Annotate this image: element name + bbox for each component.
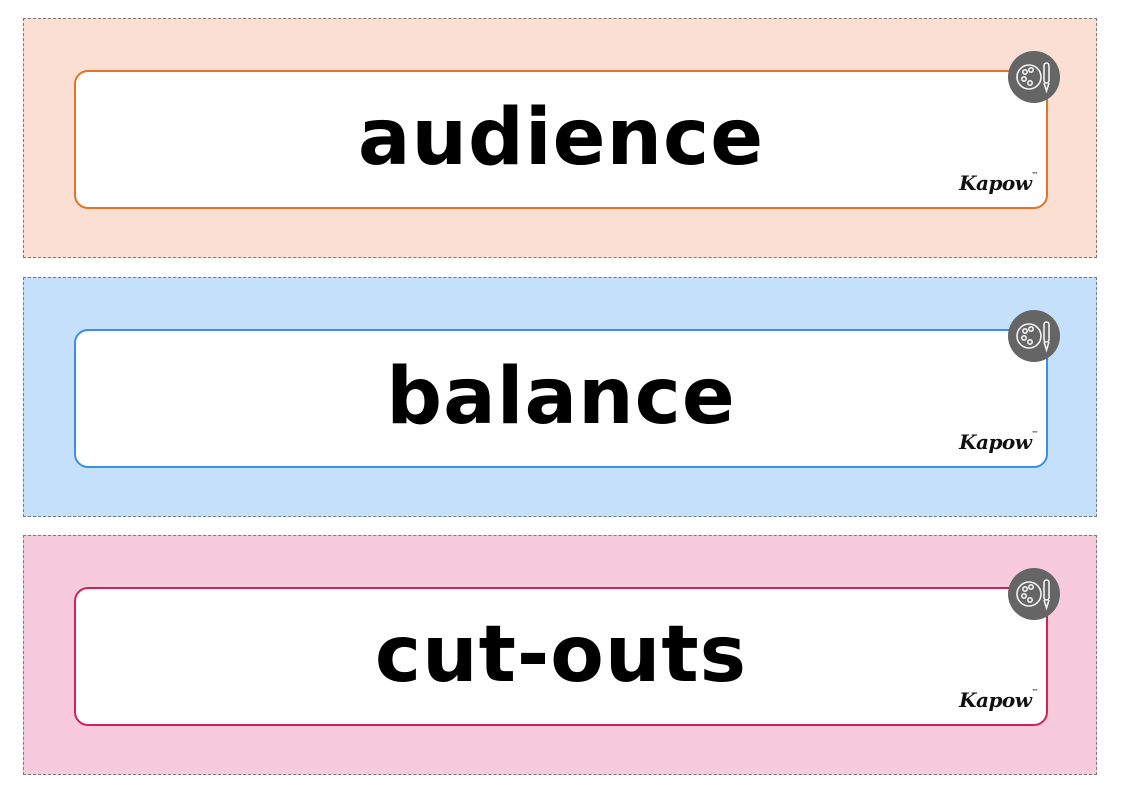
kapow-logo: Kapow™ <box>959 171 1038 195</box>
brand-name: Kapow <box>959 688 1032 712</box>
vocabulary-word: balance <box>386 351 736 442</box>
palette-brush-icon <box>1008 310 1060 362</box>
kapow-logo: Kapow™ <box>959 430 1038 454</box>
brand-name: Kapow <box>959 171 1032 195</box>
brand-name: Kapow <box>959 430 1032 454</box>
brand-trademark: ™ <box>1031 688 1039 696</box>
word-panel: cut-outs Kapow™ <box>74 568 1060 726</box>
word-panel: audience Kapow™ <box>74 51 1060 209</box>
vocabulary-word: audience <box>357 92 765 183</box>
word-card-cut-outs: cut-outs Kapow™ <box>23 535 1097 775</box>
kapow-logo: Kapow™ <box>959 688 1038 712</box>
vocabulary-word: cut-outs <box>374 609 748 700</box>
palette-brush-icon <box>1008 51 1060 103</box>
brand-trademark: ™ <box>1031 430 1039 438</box>
brand-trademark: ™ <box>1031 171 1039 179</box>
word-card-audience: audience Kapow™ <box>23 18 1097 258</box>
word-card-balance: balance Kapow™ <box>23 277 1097 517</box>
palette-brush-icon <box>1008 568 1060 620</box>
word-panel: balance Kapow™ <box>74 310 1060 468</box>
